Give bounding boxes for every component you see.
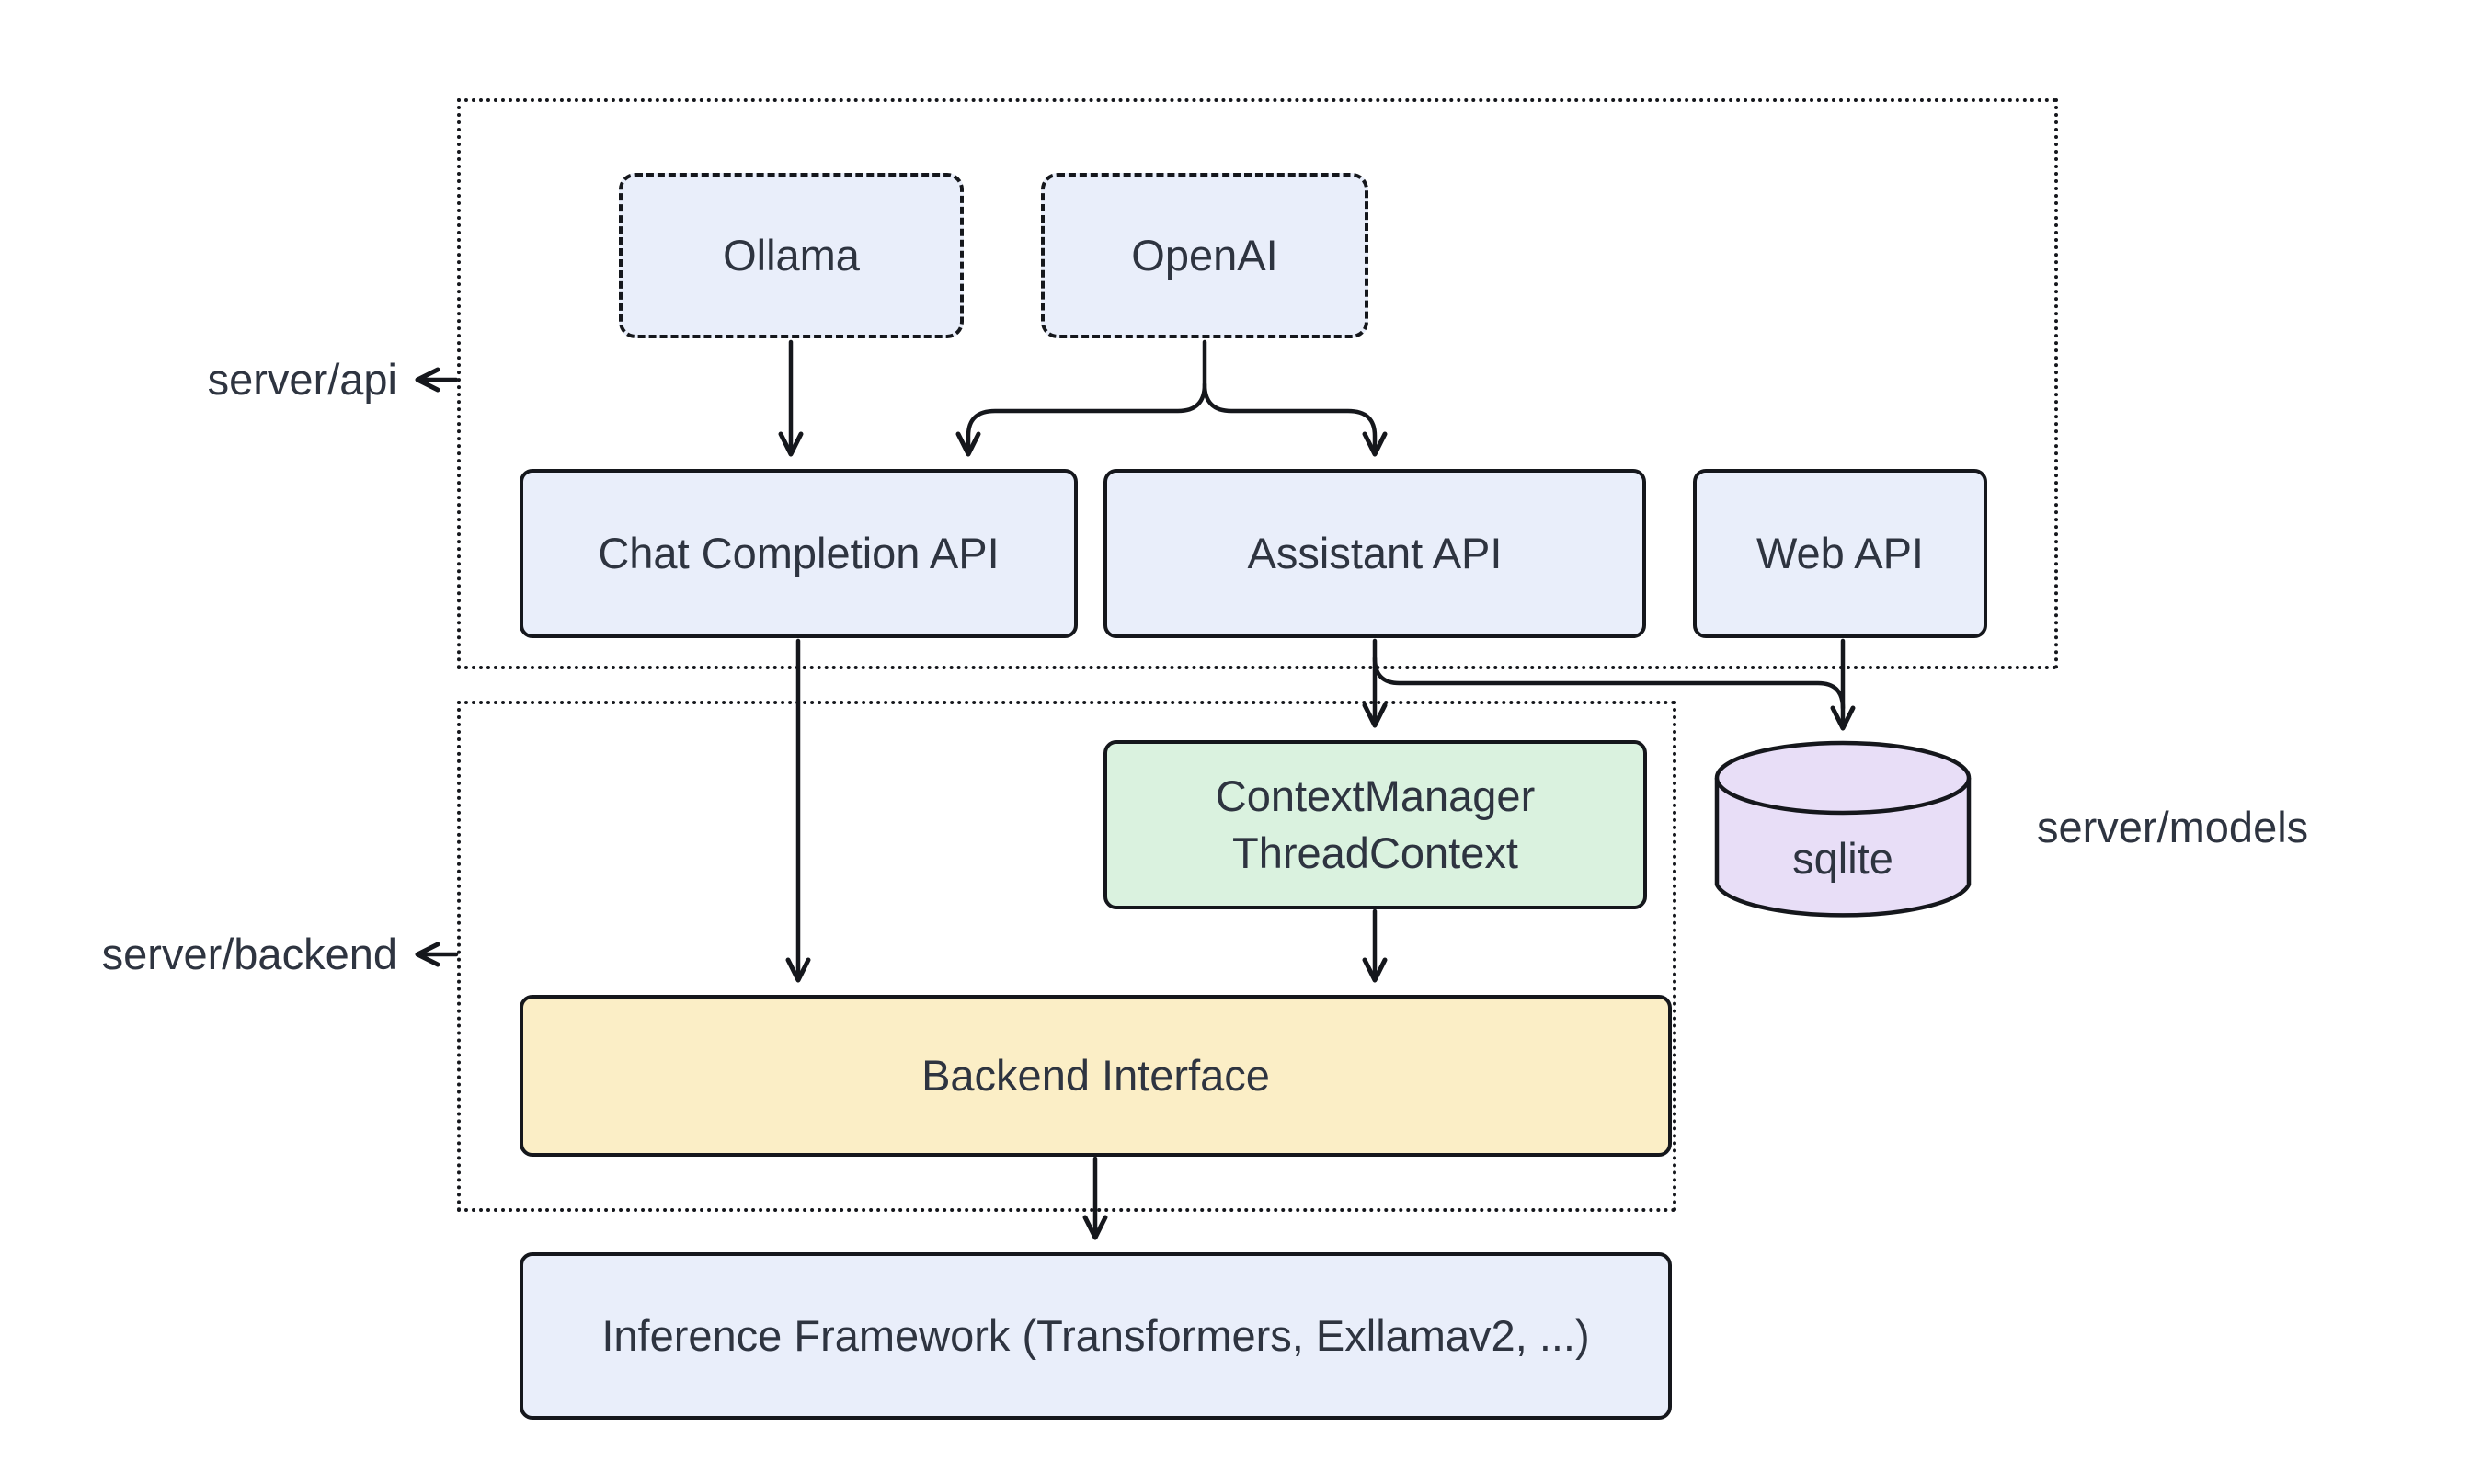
label-server-models-text: server/models (2037, 803, 2309, 851)
node-sqlite-label: sqlite (1717, 828, 1969, 888)
node-openai: OpenAI (1041, 173, 1368, 338)
sqlite-cylinder-body (1714, 778, 1972, 918)
label-server-api: server/api (85, 354, 397, 405)
node-context-manager: ContextManager ThreadContext (1103, 740, 1647, 909)
node-context-manager-label: ContextManager ThreadContext (1215, 771, 1536, 877)
server-backend-container (457, 701, 1676, 1212)
node-ollama-label: Ollama (723, 230, 860, 280)
node-chat-completion-api-label: Chat Completion API (598, 528, 1000, 577)
label-server-models: server/models (2037, 802, 2441, 853)
node-ollama: Ollama (619, 173, 964, 338)
node-web-api: Web API (1693, 469, 1987, 638)
arrow-openai-to-assistant-api (1202, 382, 1388, 457)
arrow-openai-to-chat-api (955, 339, 1207, 457)
node-assistant-api: Assistant API (1103, 469, 1646, 638)
sqlite-text: sqlite (1792, 833, 1893, 883)
node-openai-label: OpenAI (1131, 230, 1278, 280)
node-inference-framework: Inference Framework (Transformers, Exlla… (520, 1252, 1672, 1420)
label-server-backend: server/backend (48, 929, 397, 980)
node-inference-framework-label: Inference Framework (Transformers, Exlla… (601, 1310, 1590, 1360)
sqlite-cylinder-top (1714, 740, 1972, 816)
node-chat-completion-api: Chat Completion API (520, 469, 1078, 638)
line-assistant-api-to-sqlite-branch (1372, 656, 1846, 711)
server-api-container (457, 98, 2058, 669)
node-backend-interface: Backend Interface (520, 995, 1672, 1157)
node-web-api-label: Web API (1755, 528, 1924, 577)
node-backend-interface-label: Backend Interface (921, 1050, 1270, 1100)
node-assistant-api-label: Assistant API (1247, 528, 1503, 577)
label-server-api-text: server/api (207, 355, 397, 404)
label-server-backend-text: server/backend (101, 930, 397, 978)
sqlite-cylinder-icon (1714, 740, 1972, 918)
